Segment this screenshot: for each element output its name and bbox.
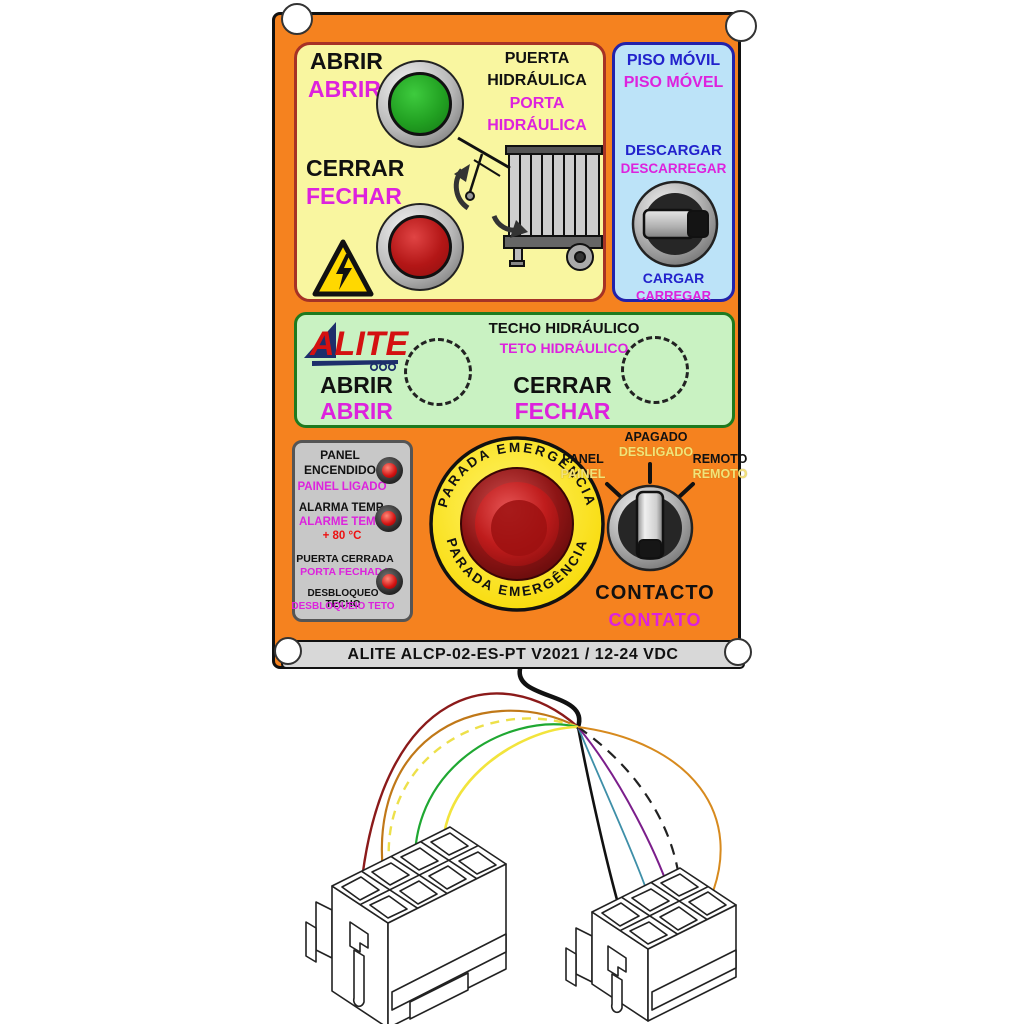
corner-notch-top-right (725, 10, 757, 42)
high-voltage-warning-icon (312, 239, 374, 297)
status-roof-unlock-es: DESBLOQUEO TECHO (307, 588, 379, 610)
wire-black-dashed (577, 726, 682, 886)
red-button-cap (388, 215, 452, 279)
status-temp-alarm-pt: ALARME TEMP. (298, 516, 386, 528)
status-led-temp-alarm (375, 505, 402, 532)
selector-contact-label-pt: CONTATO (608, 610, 702, 630)
door-close-button[interactable] (376, 203, 464, 291)
door-open-button[interactable] (376, 60, 464, 148)
selector-position-panel: PANEL PAINEL (560, 452, 606, 481)
model-label-bar: ALITE ALCP-02-ES-PT V2021 / 12-24 VDC (281, 640, 745, 669)
floor-title-es: PISO MÓVIL (626, 52, 721, 69)
floor-rocker-switch[interactable] (630, 180, 720, 268)
main-cable (517, 666, 582, 730)
contact-rotary-selector[interactable] (580, 448, 720, 588)
roof-open-label-es: ABRIR (320, 372, 393, 398)
floor-unload-label-pt: DESCARREGAR (620, 161, 727, 176)
roof-title-pt: TETO HIDRÁULICO (499, 340, 629, 356)
corner-notch-top-left (281, 3, 313, 35)
floor-load-label-pt: CARREGAR (635, 288, 712, 303)
status-panel-on-es: PANEL ENCENDIDO (303, 448, 376, 477)
roof-open-button-placeholder[interactable] (404, 338, 472, 406)
wire-ochre (380, 709, 579, 908)
selector-contact-label-es: CONTACTO (595, 582, 715, 604)
wire-teal (577, 726, 651, 901)
status-door-closed-es: PUERTA CERRADA (296, 553, 394, 565)
wire-yellow-dashed (387, 717, 579, 875)
svg-text:ALITE: ALITE (309, 325, 410, 363)
floor-title-pt: PISO MÓVEL (623, 74, 724, 91)
roof-open-label-pt: ABRIR (320, 398, 393, 424)
wire-orange (577, 726, 722, 905)
wire-dark-red (359, 692, 579, 889)
status-led-roof-unlock (376, 568, 403, 595)
roof-close-label-es: CERRAR (513, 372, 612, 398)
roof-close-button-placeholder[interactable] (621, 336, 689, 404)
status-roof-unlock-pt: DESBLOQUEIO TETO (291, 601, 395, 612)
selector-position-remote: REMOTO REMOTO (692, 452, 748, 481)
door-close-label-es: CERRAR (306, 155, 405, 181)
selector-position-off: APAGADO DESLIGADO (618, 430, 694, 459)
status-door-closed-pt: PORTA FECHADA (300, 566, 390, 578)
corner-notch-bottom-right (724, 638, 752, 666)
door-section-title: PUERTA HIDRÁULICA PORTA HIDRÁULICA (487, 50, 587, 135)
connector-left-8pin (305, 826, 507, 1024)
emergency-stop-button[interactable]: PARADA EMERGENCIA PARADA EMERGÊNCIA (429, 436, 605, 612)
floor-load-label-es: CARGAR (642, 270, 705, 286)
green-button-cap (388, 72, 452, 136)
roof-close-label-pt: FECHAR (514, 398, 611, 424)
wire-black (576, 726, 623, 915)
connector-right-6pin (565, 867, 737, 1022)
model-label-text: ALITE ALCP-02-ES-PT V2021 / 12-24 VDC (347, 645, 679, 663)
alite-logo: ALITE (304, 322, 410, 372)
status-panel-on-pt: PAINEL LIGADO (297, 481, 387, 493)
corner-notch-bottom-left (274, 637, 302, 665)
door-open-label-es: ABRIR (310, 48, 383, 74)
status-led-panel-on (376, 457, 403, 484)
status-temp-alarm-es: ALARMA TEMP. (298, 502, 386, 514)
floor-unload-label-es: DESCARGAR (625, 142, 722, 159)
roof-title-es: TECHO HIDRÁULICO (488, 320, 640, 337)
door-open-label-pt: ABRIR (308, 76, 381, 102)
truck-illustration (453, 136, 603, 271)
door-close-label-pt: FECHAR (306, 183, 402, 209)
status-temp-alarm-threshold: + 80 °C (322, 530, 362, 542)
